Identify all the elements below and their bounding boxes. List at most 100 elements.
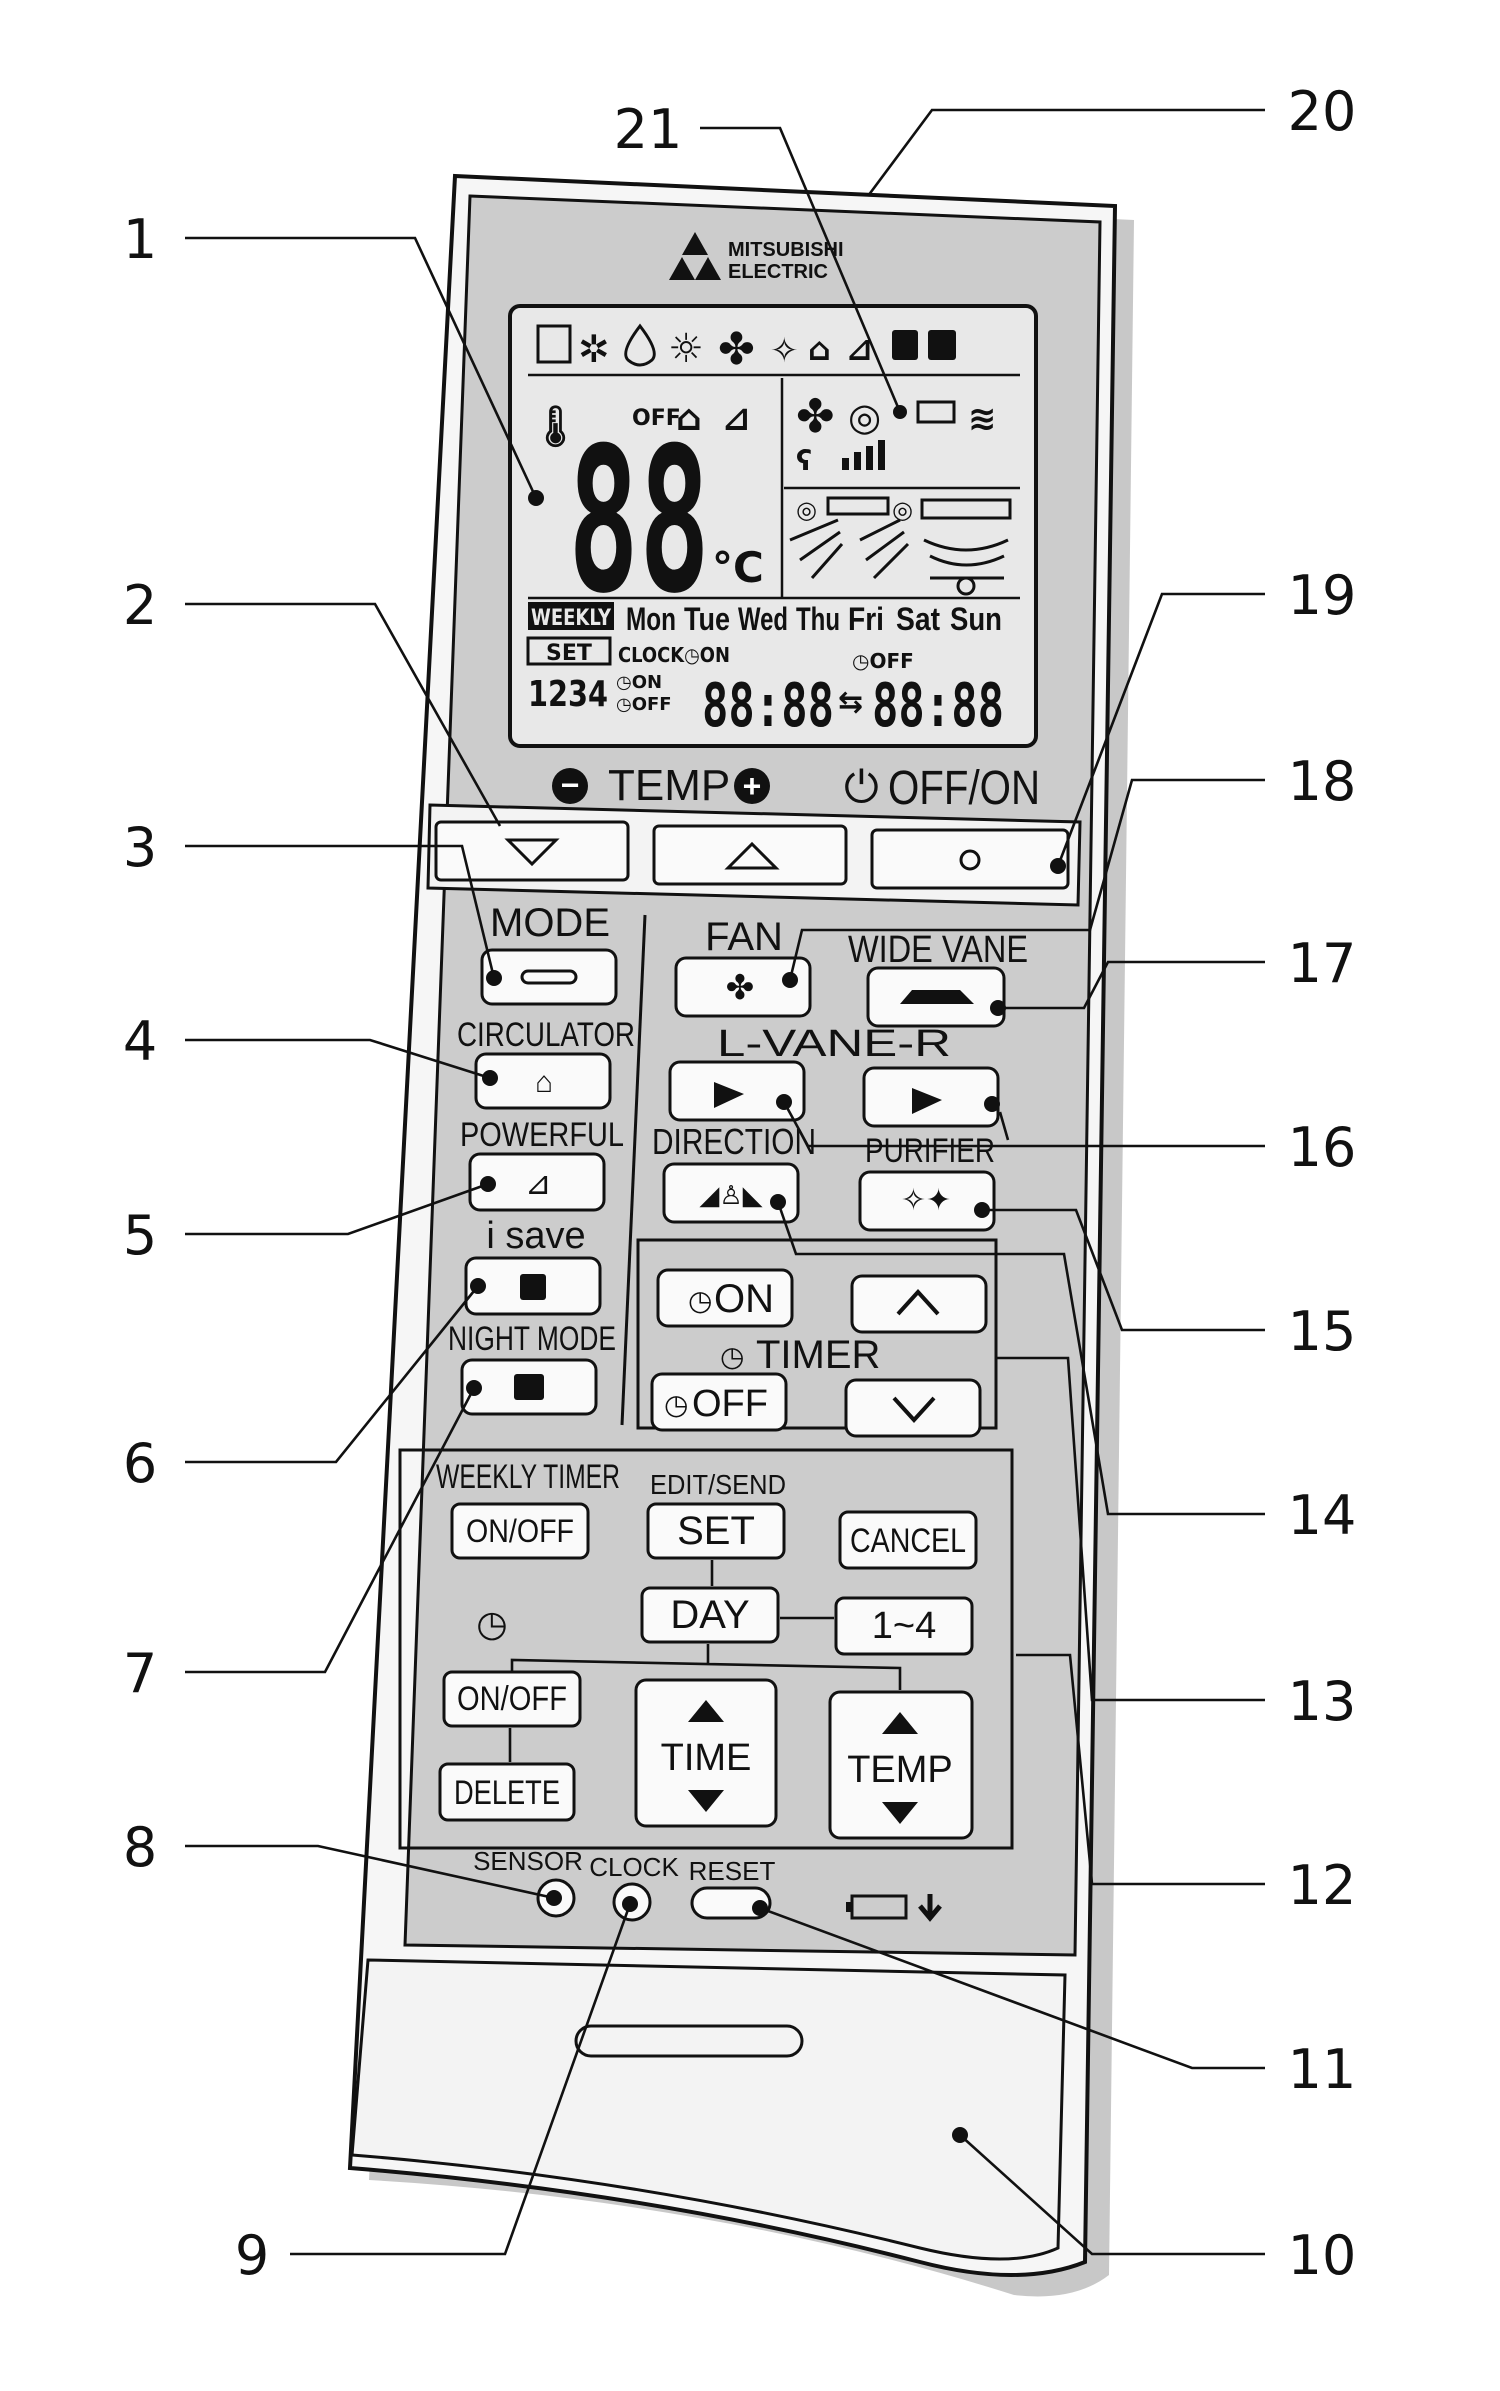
set-button[interactable] bbox=[646, 1502, 786, 1560]
callout-21: 21 bbox=[614, 98, 683, 161]
callout-5: 5 bbox=[123, 1204, 157, 1267]
wide-vane-icon bbox=[900, 990, 974, 1004]
timer-off-clock-icon: ◷ bbox=[664, 1389, 688, 1420]
time-right: 88:88 bbox=[872, 671, 1004, 741]
callout-2: 2 bbox=[123, 574, 157, 637]
time-button[interactable] bbox=[634, 1678, 778, 1828]
callout-4: 4 bbox=[123, 1010, 157, 1073]
range-label: 1~4 bbox=[872, 1605, 936, 1647]
left-vane-button[interactable] bbox=[668, 1060, 806, 1122]
callout-14: 14 bbox=[1288, 1484, 1357, 1547]
brand-line2: ELECTRIC bbox=[728, 261, 828, 283]
l-vane-r-label: L-VANE-R bbox=[717, 1023, 951, 1065]
callout-16: 16 bbox=[1288, 1116, 1357, 1179]
callout-12: 12 bbox=[1288, 1854, 1357, 1917]
isave-label: i save bbox=[486, 1215, 585, 1257]
weekly-badge-bg bbox=[528, 602, 614, 630]
cancel-button[interactable] bbox=[838, 1510, 978, 1570]
plus-sign: + bbox=[743, 768, 762, 804]
temp-label: TEMP bbox=[608, 761, 730, 810]
timer-down-button[interactable] bbox=[844, 1378, 982, 1438]
day-tue: Tue bbox=[684, 601, 730, 637]
weekly-temp-label: TEMP bbox=[847, 1749, 953, 1791]
signal-icon: ≋ bbox=[968, 399, 997, 439]
right-column: FAN ✤ WIDE VANE L-VANE-R DIRECTION ◢♙◣ P… bbox=[652, 915, 1028, 1232]
plus-icon bbox=[734, 768, 770, 804]
chevron-up-icon bbox=[896, 1289, 940, 1316]
set-badge: SET bbox=[546, 641, 592, 666]
isave-icon bbox=[520, 1274, 546, 1300]
off-time-label: ◷OFF bbox=[852, 649, 914, 673]
callout-numbers: 1 2 3 4 5 6 7 8 9 10 11 12 13 14 15 16 1… bbox=[123, 80, 1357, 2287]
timer-off-label: OFF bbox=[692, 1383, 768, 1425]
direction-label: DIRECTION bbox=[652, 1121, 816, 1162]
power-icon: ⏻ bbox=[844, 763, 879, 812]
powerful-label: POWERFUL bbox=[460, 1116, 624, 1154]
callout-6: 6 bbox=[123, 1432, 157, 1495]
range-button[interactable] bbox=[834, 1596, 974, 1656]
day-fri: Fri bbox=[848, 601, 884, 637]
night-mode-label: NIGHT MODE bbox=[448, 1320, 616, 1358]
temp-up-button[interactable] bbox=[652, 824, 848, 886]
circulator-label: CIRCULATOR bbox=[457, 1016, 635, 1054]
minus-sign: − bbox=[561, 767, 580, 803]
timer-on-button[interactable] bbox=[656, 1268, 794, 1328]
off-on-button[interactable] bbox=[870, 828, 1070, 890]
weekly-temp-button[interactable] bbox=[828, 1690, 974, 1840]
callout-7: 7 bbox=[123, 1642, 157, 1705]
temp-row: − TEMP + ⏻ OFF/ON bbox=[552, 761, 1040, 815]
fan-level-bars bbox=[842, 440, 885, 470]
timer-off-button[interactable] bbox=[650, 1372, 788, 1432]
purifier-button[interactable] bbox=[858, 1170, 996, 1232]
heat-icon: ☼ bbox=[668, 326, 704, 372]
callout-3: 3 bbox=[123, 816, 157, 879]
wide-vane-label: WIDE VANE bbox=[848, 929, 1028, 971]
callout-17: 17 bbox=[1288, 932, 1357, 995]
timer-label: TIMER bbox=[756, 1333, 880, 1377]
cancel-label: CANCEL bbox=[850, 1522, 966, 1560]
timer-clock-icon: ◷ bbox=[720, 1341, 744, 1372]
time-up-icon bbox=[688, 1700, 724, 1722]
cover-slot bbox=[574, 2024, 804, 2058]
edit-send-label: EDIT/SEND bbox=[650, 1469, 786, 1500]
purifier-icon: ✧✦ bbox=[901, 1184, 951, 1217]
weekly-badge: WEEKLY bbox=[531, 606, 612, 631]
dry-icon bbox=[624, 323, 656, 367]
clock-icon: ◷ bbox=[476, 1603, 507, 1644]
callout-20: 20 bbox=[1288, 80, 1357, 143]
callout-13: 13 bbox=[1288, 1670, 1357, 1733]
mode-label: MODE bbox=[490, 901, 610, 945]
left-vane-icon bbox=[714, 1082, 744, 1108]
purifier-icon: ✧ bbox=[770, 331, 799, 371]
battery-icon bbox=[916, 400, 956, 424]
program-onoff-label: ON/OFF bbox=[457, 1680, 567, 1718]
left-column: MODE CIRCULATOR ⌂ POWERFUL ⊿ i save NIGH… bbox=[448, 901, 635, 1416]
person-icon: ʕ bbox=[796, 444, 812, 477]
program-onoff-button[interactable] bbox=[442, 1670, 582, 1728]
mode-bar-icon bbox=[520, 969, 578, 985]
circulator-button[interactable] bbox=[474, 1052, 612, 1110]
timer-up-button[interactable] bbox=[850, 1274, 988, 1334]
reset-button[interactable] bbox=[690, 1886, 772, 1920]
mode-button[interactable] bbox=[480, 948, 618, 1006]
timer-on-label: ON bbox=[714, 1277, 774, 1321]
fan-button[interactable] bbox=[674, 956, 812, 1018]
cool-icon: ✲ bbox=[578, 327, 610, 371]
sensor-icon: ⊿ bbox=[722, 399, 751, 439]
delete-button[interactable] bbox=[438, 1762, 576, 1822]
reset-label: RESET bbox=[689, 1856, 776, 1886]
powerful-button[interactable] bbox=[468, 1152, 606, 1212]
day-wed: Wed bbox=[738, 601, 788, 637]
swirl-icon: ◎ bbox=[848, 395, 881, 439]
day-button[interactable] bbox=[640, 1586, 780, 1644]
right-vane-icon bbox=[912, 1088, 942, 1114]
weekly-onoff-button[interactable] bbox=[450, 1502, 590, 1560]
fan-label: FAN bbox=[705, 915, 783, 959]
direction-button[interactable] bbox=[662, 1162, 800, 1224]
off-label: OFF bbox=[632, 406, 681, 431]
brand-line1: MITSUBISHI bbox=[728, 239, 844, 261]
temp-down-button[interactable] bbox=[434, 820, 630, 882]
leader-lines bbox=[185, 108, 1265, 2256]
day-sun: Sun bbox=[950, 601, 1002, 637]
